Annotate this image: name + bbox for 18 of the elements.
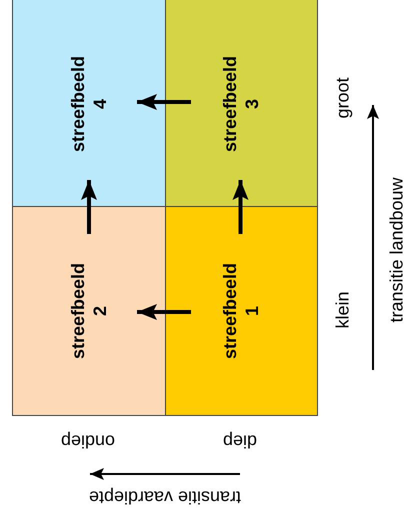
arrow [137, 304, 191, 320]
arrow [137, 94, 191, 110]
axis-label: diep [222, 430, 258, 452]
cell-label: streefbeeld 3 [219, 56, 263, 152]
cell-label: streefbeeld 1 [219, 262, 263, 360]
axis-label: ondiep [60, 430, 116, 452]
quadrant-cell [12, 0, 166, 207]
axis-title: transitie landbouw [386, 177, 408, 323]
quadrant-cell [165, 206, 318, 416]
quadrant-cell [12, 206, 166, 416]
axis-label: groot [332, 77, 354, 119]
axis-title: transitie vaardiepte [88, 486, 242, 508]
cell-label: streefbeeld 2 [67, 262, 111, 360]
cell-label: streefbeeld 4 [67, 56, 111, 152]
axis-label: klein [332, 291, 354, 329]
arrow [81, 180, 97, 234]
quadrant-cell [165, 0, 318, 207]
arrow [232, 180, 248, 234]
